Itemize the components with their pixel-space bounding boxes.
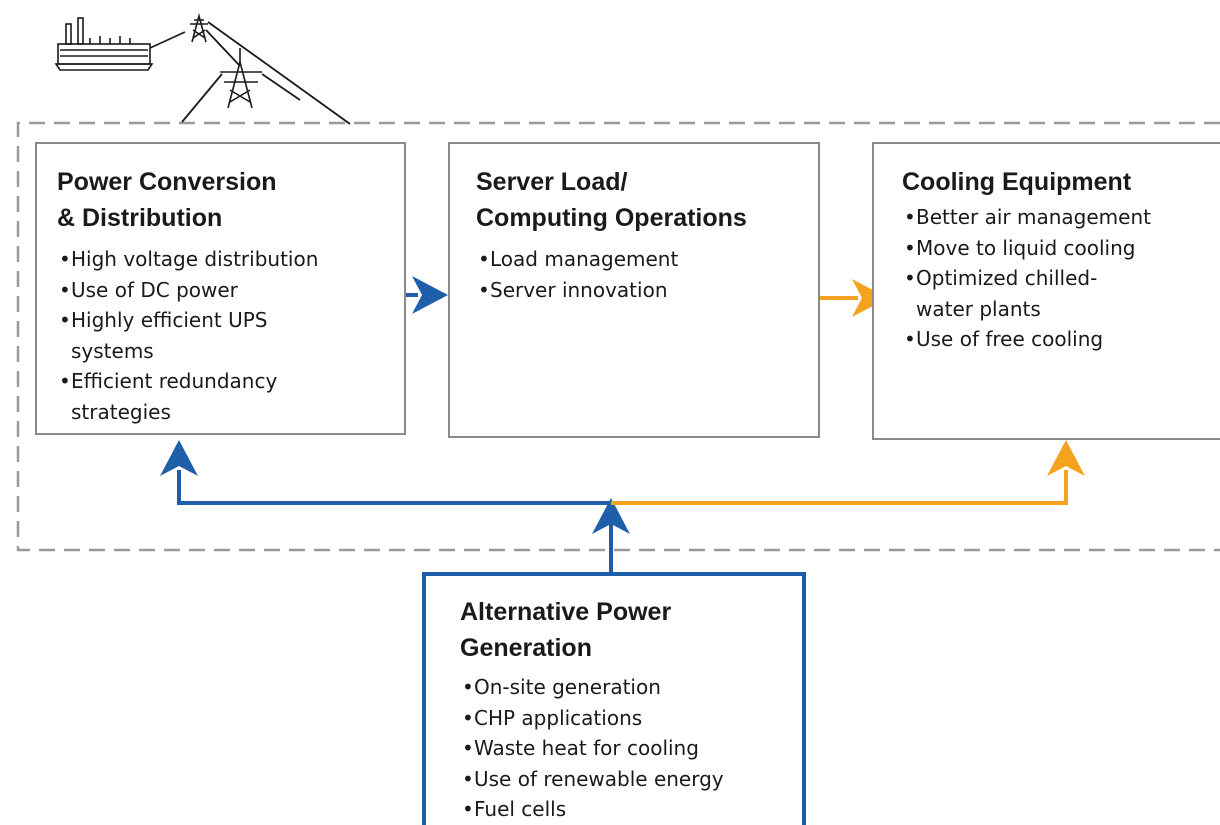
cooling-equipment-title: Cooling Equipment (902, 168, 1132, 196)
orange-arrowhead-up-right (1047, 440, 1085, 476)
server-load-title: Server Load/ Computing Operations (476, 168, 747, 232)
blue-feed-line (177, 470, 613, 578)
power-conversion-list: High voltage distribution Use of DC powe… (57, 244, 394, 427)
server-load-box: Server Load/ Computing Operations Load m… (448, 142, 820, 438)
list-item: On-site generation (460, 672, 794, 703)
power-conversion-box: Power Conversion & Distribution High vol… (35, 142, 406, 435)
list-item: Fuel cells (460, 794, 794, 825)
list-item: Optimized chilled-water plants (902, 263, 1146, 324)
data-center-boundary (16, 121, 1220, 552)
power-plant-icon (54, 17, 186, 71)
alternative-power-title: Alternative Power Generation (460, 598, 672, 662)
list-item: Use of DC power (57, 275, 394, 306)
alternative-power-box: Alternative Power Generation On-site gen… (422, 572, 806, 825)
power-lines (181, 21, 351, 125)
transmission-tower-icon (190, 12, 262, 109)
list-item: High voltage distribution (57, 244, 394, 275)
alternative-power-list: On-site generation CHP applications Wast… (460, 672, 794, 825)
cooling-equipment-box: Cooling Equipment Better air management … (872, 142, 1220, 440)
orange-feed-line (611, 470, 1068, 505)
list-item: Better air management (902, 202, 1220, 233)
power-conversion-title: Power Conversion & Distribution (57, 168, 277, 232)
list-item: Use of renewable energy (460, 764, 794, 795)
list-item: Highly efficient UPS systems (57, 305, 321, 366)
server-load-list: Load management Server innovation (476, 244, 808, 305)
list-item: Move to liquid cooling (902, 233, 1220, 264)
blue-arrowhead-up-center (592, 498, 630, 534)
list-item: Use of free cooling (902, 324, 1220, 355)
blue-arrowhead-up-left (160, 440, 198, 476)
list-item: Server innovation (476, 275, 808, 306)
list-item: Efficient redundancy strategies (57, 366, 361, 427)
list-item: CHP applications (460, 703, 794, 734)
list-item: Load management (476, 244, 808, 275)
list-item: Waste heat for cooling (460, 733, 794, 764)
cooling-equipment-list: Better air management Move to liquid coo… (902, 202, 1220, 355)
